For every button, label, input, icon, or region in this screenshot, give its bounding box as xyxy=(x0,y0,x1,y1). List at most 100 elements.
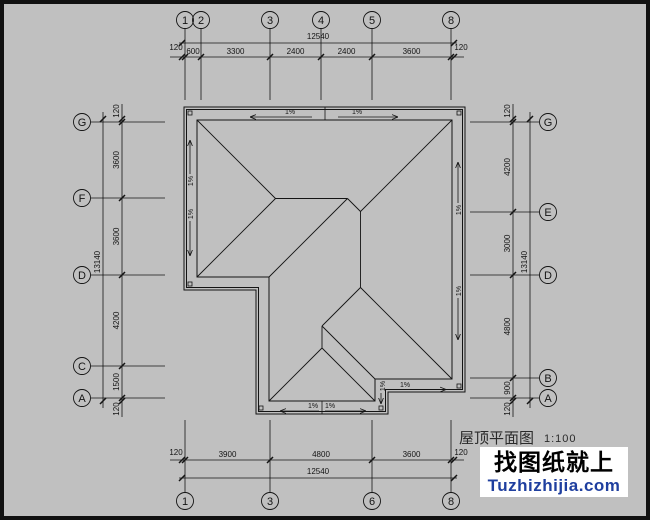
axis-bubble-bottom-0 xyxy=(176,492,194,510)
axis-label-left-3: C xyxy=(78,361,86,373)
dim-top-segments-tick xyxy=(450,53,458,61)
dim-top-segments-label: 120 xyxy=(454,43,468,52)
watermark-url: Tuzhizhijia.com xyxy=(487,476,621,495)
dim-bottom-total-tick xyxy=(450,474,458,482)
slope-label: 1% xyxy=(400,382,410,389)
drain-outlet xyxy=(187,110,193,116)
axis-label-top-2: 3 xyxy=(267,15,273,27)
axis-bubble-top-0 xyxy=(176,11,194,29)
roof-outline xyxy=(183,106,466,415)
slope-label: 1% xyxy=(308,403,318,410)
watermark-slogan: 找图纸就上 xyxy=(494,450,614,476)
dim-bottom-segments-tick xyxy=(450,456,458,464)
hip-and-ridge-lines xyxy=(196,119,453,402)
axis-label-top-3: 4 xyxy=(318,15,324,27)
dim-right-segments-tick xyxy=(509,397,517,405)
axis-label-right-0: G xyxy=(544,117,553,129)
axis-bubble-top-5 xyxy=(442,11,460,29)
dim-right-segments-label: 120 xyxy=(503,402,512,416)
axis-bubble-bottom-1 xyxy=(261,492,279,510)
dim-right-segments-tick xyxy=(509,394,517,402)
dim-top-total-label: 12540 xyxy=(307,32,330,41)
drain-outlet xyxy=(258,405,264,411)
dim-bottom-segments-label: 4800 xyxy=(312,450,330,459)
dim-top-segments-label: 2400 xyxy=(338,47,356,56)
slope-label: 1% xyxy=(380,381,387,391)
dim-right-segments-tick xyxy=(509,271,517,279)
axis-label-bottom-2: 6 xyxy=(369,496,375,508)
slope-label: 1% xyxy=(188,176,195,186)
axis-label-bottom-3: 8 xyxy=(448,496,454,508)
dim-bottom-segments-tick xyxy=(181,456,189,464)
slope-label: 1% xyxy=(285,109,295,116)
dim-bottom-segments-tick xyxy=(368,456,376,464)
dim-left-segments-label: 120 xyxy=(112,402,121,416)
drawing-title: 屋顶平面图 xyxy=(459,429,534,447)
dim-right-segments-tick xyxy=(509,208,517,216)
dim-left-segments-label: 3600 xyxy=(112,227,121,245)
dim-right-segments-tick xyxy=(509,118,517,126)
axis-bubble-right-2 xyxy=(539,266,557,284)
dim-top-total-tick xyxy=(450,39,458,47)
drain-outlet xyxy=(187,281,193,287)
dim-top-segments-tick xyxy=(197,53,205,61)
dim-right-segments-label: 900 xyxy=(503,381,512,395)
axis-bubble-left-2 xyxy=(73,266,91,284)
slope-label: 1% xyxy=(456,205,463,215)
drain-outlet xyxy=(456,110,462,116)
dim-left-segments-tick xyxy=(118,362,126,370)
axis-bubble-right-3 xyxy=(539,369,557,387)
drainage-slope-arrows: 1%1%1%1%1%1%1%1%1%1% xyxy=(188,109,463,411)
dim-top-segments-tick xyxy=(447,53,455,61)
dim-left-segments-label: 120 xyxy=(112,104,121,118)
axis-label-left-1: F xyxy=(79,193,86,205)
axis-bubble-right-1 xyxy=(539,203,557,221)
axis-bubble-right-4 xyxy=(539,389,557,407)
axis-label-top-4: 5 xyxy=(369,15,375,27)
dim-right-total-tick xyxy=(526,115,534,123)
dim-left-segments-tick xyxy=(118,394,126,402)
dim-left-segments-tick xyxy=(118,194,126,202)
dim-bottom-segments-tick xyxy=(266,456,274,464)
dim-bottom-segments-tick xyxy=(178,456,186,464)
slope-label: 1% xyxy=(325,403,335,410)
gutter-inner-edge xyxy=(196,119,453,402)
dim-left-segments-tick xyxy=(118,115,126,123)
slope-label: 1% xyxy=(352,109,362,116)
axis-bubble-bottom-2 xyxy=(363,492,381,510)
drain-outlet xyxy=(456,383,462,389)
dim-top-segments-tick xyxy=(317,53,325,61)
dim-right-segments-label: 120 xyxy=(503,104,512,118)
eave-outer-edge xyxy=(183,106,466,415)
axis-bubble-top-4 xyxy=(363,11,381,29)
dim-bottom-segments-label: 3900 xyxy=(219,450,237,459)
dim-left-total-tick xyxy=(99,115,107,123)
dim-top-segments-tick xyxy=(368,53,376,61)
axis-bubble-top-2 xyxy=(261,11,279,29)
drain-outlet xyxy=(378,405,384,411)
dim-top-segments-label: 3300 xyxy=(227,47,245,56)
axis-bubble-left-4 xyxy=(73,389,91,407)
axis-label-right-2: D xyxy=(544,270,552,282)
dim-left-total-label: 13140 xyxy=(93,250,102,273)
eave-inner-edge xyxy=(186,109,463,412)
axis-label-top-0: 1 xyxy=(182,15,188,27)
dim-right-segments-tick xyxy=(509,115,517,123)
dim-bottom-segments-tick xyxy=(447,456,455,464)
dim-left-segments-label: 1500 xyxy=(112,373,121,391)
dim-top-segments-tick xyxy=(266,53,274,61)
dim-bottom-total-label: 12540 xyxy=(307,467,330,476)
axis-bubble-top-3 xyxy=(312,11,330,29)
axis-bubble-left-3 xyxy=(73,357,91,375)
dim-right-segments-tick xyxy=(509,374,517,382)
dim-top-segments-tick xyxy=(178,53,186,61)
slope-label: 1% xyxy=(456,286,463,296)
axis-label-bottom-1: 3 xyxy=(267,496,273,508)
axis-label-bottom-0: 1 xyxy=(182,496,188,508)
axis-label-top-1: 2 xyxy=(198,15,204,27)
dim-top-segments-label: 3600 xyxy=(403,47,421,56)
dim-right-segments-label: 4800 xyxy=(503,317,512,335)
